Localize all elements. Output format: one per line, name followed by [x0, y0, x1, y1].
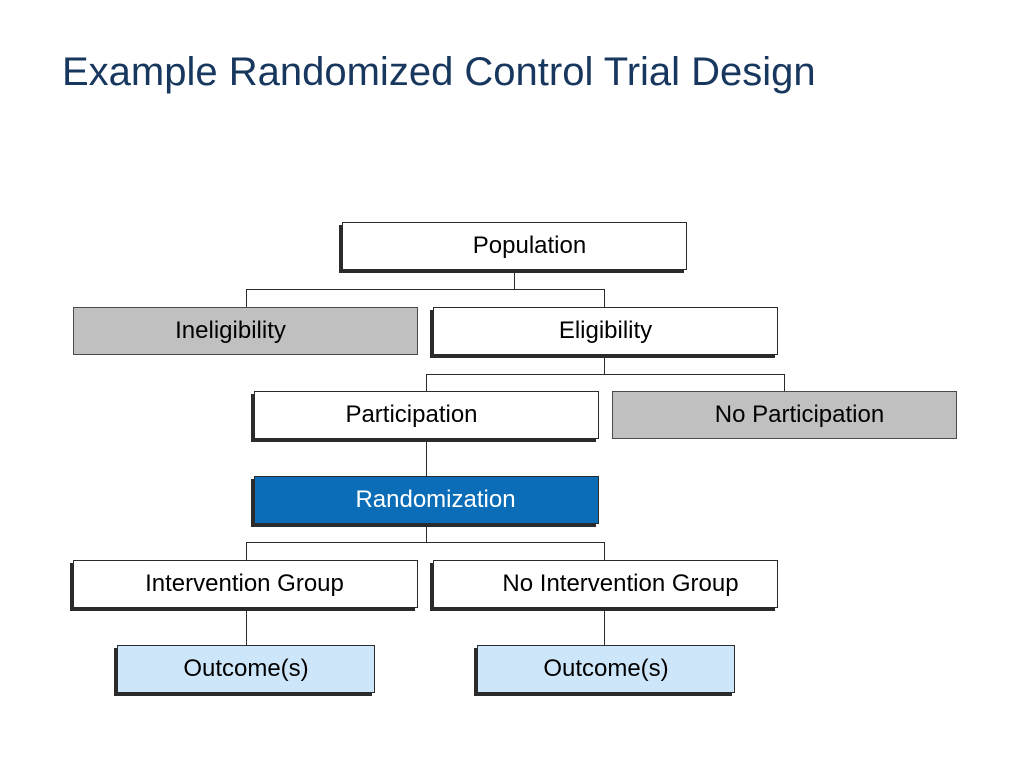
node-eligibility: Eligibility — [433, 307, 778, 355]
slide-title: Example Randomized Control Trial Design — [62, 50, 816, 94]
node-randomization: Randomization — [254, 476, 599, 524]
node-outcome-no-intervention: Outcome(s) — [477, 645, 735, 693]
node-outcome-intervention: Outcome(s) — [117, 645, 375, 693]
node-no-participation: No Participation — [612, 391, 957, 439]
node-no-intervention-group: No Intervention Group — [433, 560, 778, 608]
node-intervention-group: Intervention Group — [73, 560, 418, 608]
node-participation: Participation — [254, 391, 599, 439]
node-population: Population — [342, 222, 687, 270]
node-ineligibility: Ineligibility — [73, 307, 418, 355]
